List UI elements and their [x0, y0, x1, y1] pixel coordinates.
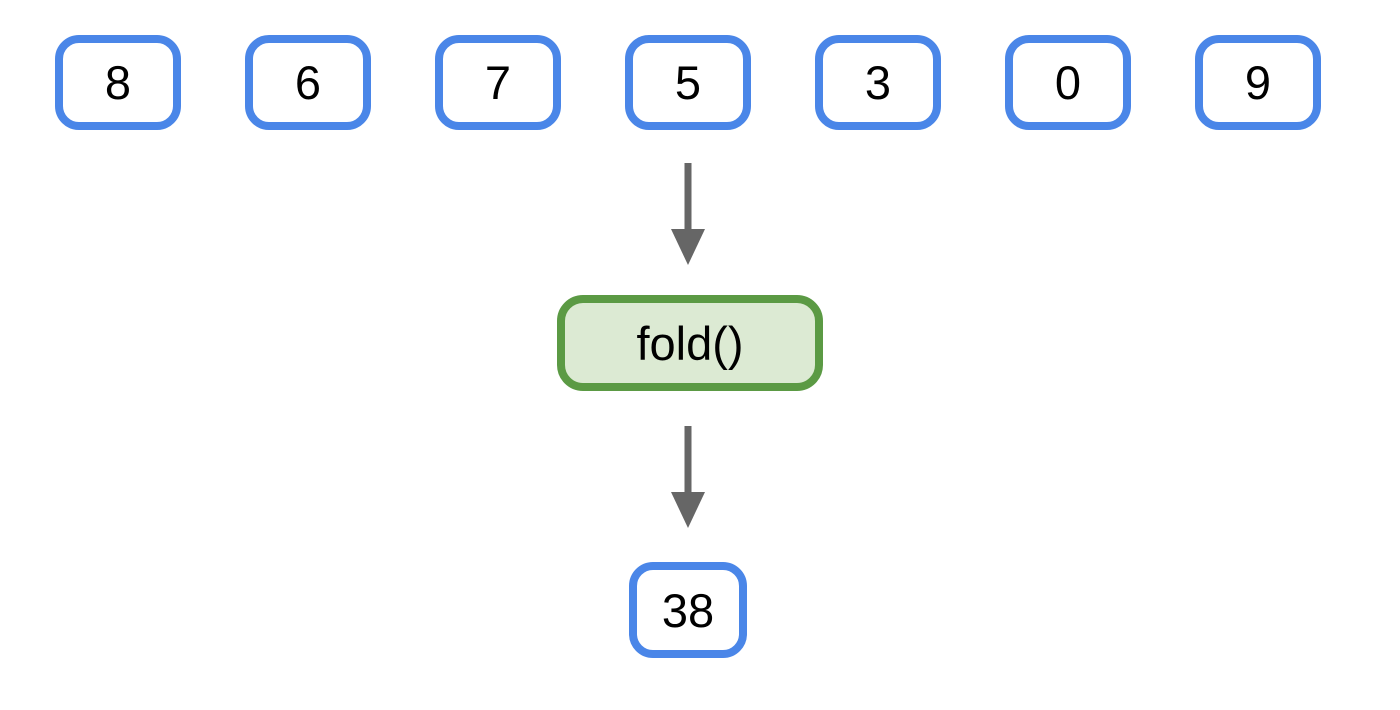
input-value: 6 — [294, 56, 322, 109]
input-box: 9 — [1195, 35, 1321, 130]
down-arrow-icon — [671, 163, 705, 265]
input-box: 8 — [55, 35, 181, 130]
input-value: 3 — [864, 56, 892, 109]
down-arrow-icon — [671, 426, 705, 528]
input-box: 3 — [815, 35, 941, 130]
fold-operation-label: fold() — [636, 316, 744, 370]
input-box: 7 — [435, 35, 561, 130]
input-value: 8 — [104, 56, 132, 109]
input-box: 5 — [625, 35, 751, 130]
input-box: 0 — [1005, 35, 1131, 130]
input-value: 5 — [674, 56, 702, 109]
input-value: 7 — [484, 56, 512, 109]
input-value: 0 — [1054, 56, 1082, 109]
input-box: 6 — [245, 35, 371, 130]
result-value: 38 — [661, 583, 715, 637]
input-value: 9 — [1244, 56, 1272, 109]
fold-operation-box: fold() — [557, 295, 823, 391]
result-box: 38 — [629, 562, 747, 658]
